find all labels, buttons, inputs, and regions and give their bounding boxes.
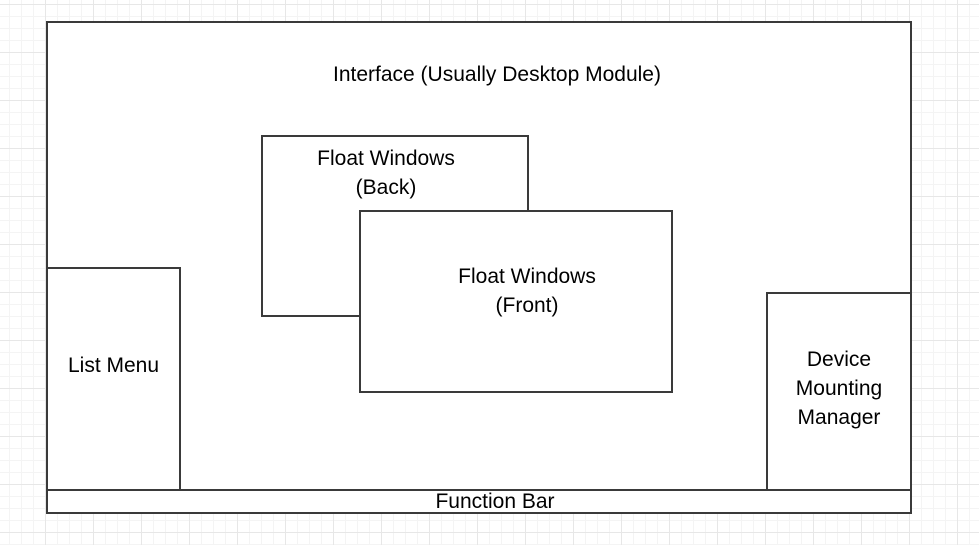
list-menu-label: List Menu <box>67 353 160 377</box>
function-bar-label: Function Bar <box>435 490 555 513</box>
float-windows-front-box: Float Windows (Front) <box>359 210 673 393</box>
device-mounting-manager-label: Device Mounting Manager <box>795 348 883 429</box>
device-mounting-manager-box: Device Mounting Manager <box>766 292 912 491</box>
function-bar-box: Function Bar <box>46 489 912 514</box>
float-windows-back-label: Float Windows (Back) <box>317 147 455 199</box>
interface-module-label: Interface (Usually Desktop Module) <box>333 63 661 86</box>
float-windows-front-label: Float Windows (Front) <box>458 264 596 317</box>
list-menu-box: List Menu <box>46 267 181 491</box>
